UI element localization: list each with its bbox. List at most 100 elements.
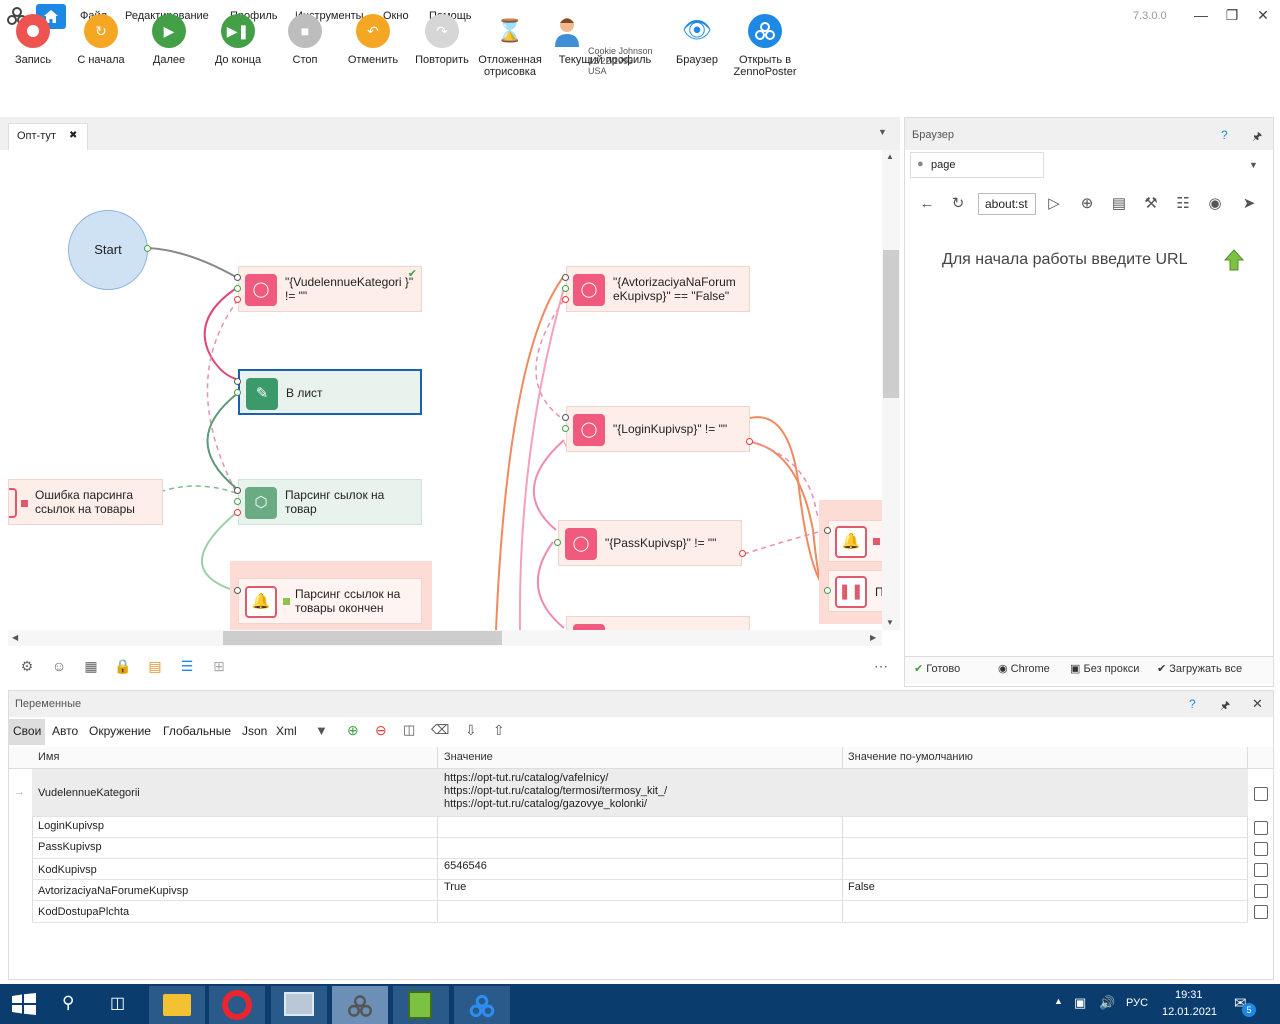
node-input-port[interactable] — [234, 274, 241, 281]
move-up-icon[interactable]: ⇧ — [493, 722, 505, 738]
variable-value[interactable]: 6546546 — [444, 860, 487, 872]
volume-icon[interactable]: 🔊 — [1099, 995, 1116, 1010]
node-success-port[interactable] — [234, 498, 241, 505]
variables-tab-json[interactable]: Json — [242, 724, 268, 738]
node-input-port[interactable] — [234, 487, 241, 494]
list-icon[interactable]: ☰ — [180, 658, 194, 674]
table-row[interactable]: VudelennueKategorii https://opt-tut.ru/c… — [32, 769, 1248, 817]
add-variable-icon[interactable]: ⊕ — [347, 722, 359, 738]
menu-window[interactable]: Окно — [383, 10, 409, 22]
copy-icon[interactable] — [1254, 787, 1268, 801]
status-load[interactable]: ✔ Загружать все — [1157, 663, 1243, 675]
tab-opt-tut[interactable]: Опт-тут✖ — [8, 123, 88, 150]
grid-icon[interactable]: ▦ — [84, 658, 98, 674]
task-view-icon[interactable]: ◫ — [110, 995, 126, 1012]
variables-tab-global[interactable]: Глобальные — [163, 724, 232, 738]
network-icon[interactable]: ▣ — [1074, 995, 1087, 1010]
taskbar-notepad[interactable] — [393, 986, 449, 1024]
taskbar-monitor-app[interactable] — [271, 986, 327, 1024]
storage-icon[interactable]: ☷ — [1176, 195, 1190, 212]
scroll-left-icon[interactable]: ◀ — [12, 633, 19, 642]
settings-icon[interactable]: ⚙ — [20, 658, 34, 674]
node-input-port[interactable] — [824, 527, 831, 534]
node-success-port[interactable] — [234, 389, 241, 396]
action-node-parsing[interactable]: ⬡ Парсинг сылок на товар — [238, 479, 422, 525]
node-success-port[interactable] — [562, 425, 569, 432]
scroll-up-icon[interactable]: ▲ — [886, 152, 894, 161]
column-default[interactable]: Значение по-умолчанию — [848, 751, 973, 763]
condition-node-login[interactable]: ◯ "{LoginKupivsp}" != "" — [566, 406, 750, 452]
next-button[interactable]: ▶Далее — [144, 14, 194, 66]
columns-icon[interactable]: ◫ — [403, 722, 416, 737]
browser-tabs-dropdown-icon[interactable]: ▼ — [1249, 160, 1258, 170]
table-row[interactable]: LoginKupivsp — [32, 817, 1248, 838]
language-indicator[interactable]: РУС — [1126, 997, 1149, 1009]
canvas-vertical-scroll-thumb[interactable] — [883, 250, 899, 398]
condition-node-pass[interactable]: ◯ "{PassKupivsp}" != "" — [558, 520, 742, 566]
status-engine[interactable]: ◉ Chrome — [998, 663, 1050, 675]
node-success-port[interactable] — [562, 285, 569, 292]
condition-node-vudelennue[interactable]: ◯ "{VudelennueKategori }" != "" ✔ — [238, 266, 422, 312]
windows-start-icon[interactable] — [12, 993, 36, 1015]
node-input-port[interactable] — [234, 378, 241, 385]
filter-icon[interactable]: ▼ — [315, 723, 328, 738]
url-input[interactable]: about:st — [978, 193, 1036, 215]
go-icon[interactable]: ▷ — [1048, 195, 1060, 212]
column-value[interactable]: Значение — [444, 751, 493, 763]
stop-button[interactable]: ■Стоп — [282, 14, 328, 66]
record-button[interactable]: Запись — [8, 14, 58, 66]
help-icon[interactable]: ? — [1189, 697, 1196, 711]
node-fail-port[interactable] — [234, 296, 241, 303]
table-row[interactable]: AvtorizaciyaNaForumeKupivsp True False — [32, 880, 1248, 901]
taskbar-zennoposter[interactable] — [454, 986, 510, 1024]
table-row[interactable]: PassKupivsp — [32, 838, 1248, 859]
palette-icon[interactable]: ◉ — [1208, 195, 1222, 212]
variable-value[interactable]: True — [444, 881, 467, 893]
tray-arrow-icon[interactable]: ▲ — [1054, 996, 1063, 1006]
canvas-horizontal-scroll-thumb[interactable] — [223, 631, 502, 645]
node-input-port[interactable] — [562, 274, 569, 281]
reload-icon[interactable]: ↻ — [951, 195, 965, 212]
browser-tab-page[interactable]: ●page — [910, 152, 1044, 178]
table-icon[interactable]: ▤ — [148, 658, 162, 674]
clock-date[interactable]: 12.01.2021 — [1162, 1006, 1218, 1018]
move-down-icon[interactable]: ⇩ — [465, 722, 477, 738]
taskbar-explorer[interactable] — [149, 986, 205, 1024]
scroll-down-icon[interactable]: ▼ — [886, 618, 894, 627]
node-input-port[interactable] — [562, 414, 569, 421]
start-output-port[interactable] — [144, 245, 151, 252]
pointer-icon[interactable]: ➤ — [1242, 195, 1256, 212]
node-success-port[interactable] — [554, 539, 561, 546]
project-canvas[interactable]: Start ◯ "{VudelennueKategori }" != "" ✔ … — [8, 150, 900, 630]
back-icon[interactable]: ← — [919, 195, 935, 212]
add-block-icon[interactable]: ⊞ — [213, 658, 225, 674]
lock-icon[interactable]: 🔒 — [114, 658, 132, 674]
tabs-dropdown-icon[interactable]: ▼ — [878, 127, 887, 137]
error-node[interactable]: Ошибка парсинга ссылок на товары — [8, 479, 163, 525]
run-to-end-button[interactable]: ▶❚До конца — [210, 14, 266, 66]
node-input-port[interactable] — [234, 587, 241, 594]
variables-tab-environment[interactable]: Окружение — [89, 724, 151, 738]
browser-button[interactable]: 👁Браузер — [674, 14, 720, 67]
status-proxy[interactable]: ▣ Без прокси — [1070, 663, 1140, 675]
node-input-port[interactable] — [824, 587, 831, 594]
clock-time[interactable]: 19:31 — [1175, 989, 1203, 1001]
undo-button[interactable]: ↶Отменить — [344, 14, 402, 66]
tools-icon[interactable]: ⚒ — [1144, 195, 1158, 212]
copy-icon[interactable] — [1254, 884, 1268, 898]
condition-node-partial[interactable] — [566, 616, 750, 630]
maximize-button[interactable]: ❐ — [1225, 7, 1239, 23]
node-success-port[interactable] — [234, 285, 241, 292]
copy-icon[interactable] — [1254, 842, 1268, 856]
table-row[interactable]: KodKupivsp 6546546 — [32, 859, 1248, 880]
variables-tab-own[interactable]: Свои — [13, 724, 42, 738]
copy-icon[interactable] — [1254, 905, 1268, 919]
help-icon[interactable]: ? — [1221, 128, 1228, 142]
start-node[interactable]: Start — [68, 210, 148, 290]
pin-icon[interactable]: 🖈 — [1220, 700, 1231, 712]
close-panel-icon[interactable]: ✕ — [1252, 696, 1263, 711]
table-row[interactable]: KodDostupaPlchta — [32, 901, 1248, 923]
action-node-v-list[interactable]: ✎ В лист — [238, 369, 422, 415]
column-name[interactable]: Имя — [38, 751, 60, 763]
node-fail-port[interactable] — [746, 438, 753, 445]
